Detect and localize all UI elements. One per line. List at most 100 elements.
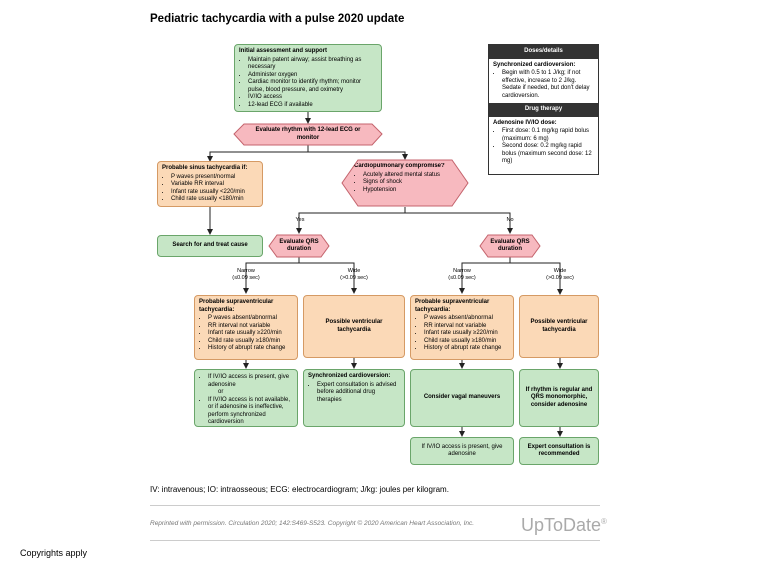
- list-item: Child rate usually ≥180/min: [424, 338, 509, 346]
- divider-bottom: [150, 540, 600, 541]
- narrow-yes-label: Narrow(≤0.09 sec): [221, 268, 271, 282]
- arrow-rhythm-to-compromise: [308, 151, 408, 160]
- sinus-tachycardia-box: Probable sinus tachycardia if: P waves p…: [157, 161, 263, 207]
- arrow-compromise-yes: [296, 207, 406, 234]
- adenosine-no-box: If IV/IO access is present, give adenosi…: [410, 437, 514, 465]
- arrow-no-wide: [510, 262, 563, 295]
- doses-sync-section: Synchronized cardioversion: Begin with 0…: [489, 59, 598, 104]
- list-item: Acutely altered mental status: [363, 172, 458, 180]
- drug-therapy-header: Drug therapy: [489, 103, 598, 117]
- list-item: Begin with 0.5 to 1 J/kg; if not effecti…: [502, 70, 594, 100]
- page-title: Pediatric tachycardia with a pulse 2020 …: [150, 13, 405, 25]
- adenosine-yes-item-2: If IV/IO access is not available, or if …: [208, 397, 293, 427]
- list-item: Infant rate usually ≥220/min: [208, 330, 293, 338]
- adenosine-yes-or: or: [218, 389, 224, 395]
- list-item: RR interval not variable: [424, 323, 509, 331]
- list-item: Infant rate usually ≥220/min: [424, 330, 509, 338]
- evaluate-rhythm-hexagon: [233, 123, 383, 146]
- list-item: RR interval not variable: [208, 323, 293, 331]
- divider-top: [150, 505, 600, 506]
- arrow-rhythm-to-sinus: [207, 145, 309, 162]
- narrow-yes-text: Narrow: [237, 268, 255, 274]
- svt-yes-heading: Probable supraventricular tachycardia:: [199, 299, 274, 313]
- doses-sync-list: Begin with 0.5 to 1 J/kg; if not effecti…: [493, 70, 594, 100]
- cardiopulmonary-hexagon: [341, 159, 469, 207]
- list-item: Second dose: 0.2 mg/kg rapid bolus (maxi…: [502, 143, 594, 166]
- arrow-yes-narrow: [243, 257, 300, 294]
- wide-yes-text: Wide: [347, 268, 361, 274]
- vt-yes-box: Possible ventricular tachycardia: [303, 295, 405, 358]
- svt-yes-list: P waves absent/abnormalRR interval not v…: [199, 315, 293, 353]
- wide-no-label: Wide(>0.09 sec): [535, 268, 585, 282]
- cardiopulmonary-text: Cardiopulmonary compromise? Acutely alte…: [354, 163, 458, 203]
- evaluate-qrs-no-hexagon: [479, 234, 541, 258]
- narrow-no-text: Narrow: [453, 268, 471, 274]
- list-item: IV/IO access: [248, 94, 377, 102]
- evaluate-rhythm-label: Evaluate rhythm with 12-lead ECG or moni…: [255, 127, 361, 141]
- yes-label: Yes: [295, 217, 305, 223]
- doses-sync-heading: Synchronized cardioversion:: [493, 61, 576, 68]
- list-item: Variable RR interval: [171, 181, 258, 189]
- list-item: P waves absent/abnormal: [424, 315, 509, 323]
- list-item: Cardiac monitor to identify rhythm; moni…: [248, 79, 377, 94]
- svt-no-heading: Probable supraventricular tachycardia:: [415, 299, 490, 313]
- vagal-maneuvers-box: Consider vagal maneuvers: [410, 369, 514, 427]
- sync-cardioversion-heading: Synchronized cardioversion:: [308, 373, 391, 379]
- wide-yes-label: Wide(>0.09 sec): [329, 268, 379, 282]
- wide-no-text: Wide: [553, 268, 567, 274]
- rhythm-regular-box: If rhythm is regular and QRS monomorphic…: [519, 369, 599, 427]
- cardiopulmonary-heading: Cardiopulmonary compromise?: [354, 163, 445, 169]
- narrow-yes-range: (≤0.09 sec): [232, 275, 260, 282]
- arrow-yes-wide: [299, 262, 357, 294]
- list-item: Child rate usually <180/min: [171, 196, 258, 204]
- sync-cardioversion-list: Expert consultation is advised before ad…: [308, 382, 400, 405]
- copyright-notice: Copyrights apply: [20, 548, 88, 558]
- no-label: No: [506, 217, 514, 223]
- sinus-tachycardia-heading: Probable sinus tachycardia if:: [162, 165, 248, 171]
- initial-assessment-list: Maintain patent airway; assist breathing…: [239, 57, 377, 110]
- adenosine-yes-box: If IV/IO access is present, give adenosi…: [194, 369, 298, 427]
- uptodate-logo: UpToDate®: [521, 515, 607, 536]
- wide-yes-range: (>0.09 sec): [340, 275, 368, 282]
- reprint-notice: Reprinted with permission. Circulation 2…: [150, 520, 475, 527]
- wide-no-range: (>0.09 sec): [546, 275, 574, 282]
- list-item: 12-lead ECG if available: [248, 102, 377, 110]
- list-item: Signs of shock: [363, 179, 458, 187]
- list-item: P waves absent/abnormal: [208, 315, 293, 323]
- abbreviations-footnote: IV: intravenous; IO: intraosseous; ECG: …: [150, 485, 449, 494]
- arrow-compromise-no: [405, 212, 513, 234]
- list-item: Expert consultation is advised before ad…: [317, 382, 400, 405]
- initial-assessment-heading: Initial assessment and support: [239, 48, 328, 54]
- adenosine-yes-list: If IV/IO access is present, give adenosi…: [199, 374, 293, 427]
- doses-adenosine-list: First dose: 0.1 mg/kg rapid bolus (maxim…: [493, 128, 594, 166]
- list-item: History of abrupt rate change: [208, 345, 293, 353]
- adenosine-yes-item-1: If IV/IO access is present, give adenosi…: [208, 374, 293, 389]
- evaluate-qrs-no-label: Evaluate QRS duration: [490, 238, 530, 253]
- doses-header: Doses/details: [489, 45, 598, 59]
- list-item: First dose: 0.1 mg/kg rapid bolus (maxim…: [502, 128, 594, 143]
- uptodate-registered-mark: ®: [601, 517, 607, 526]
- arrow-no-narrow: [459, 257, 511, 294]
- expert-consultation-box: Expert consultation is recommended: [519, 437, 599, 465]
- narrow-no-range: (≤0.09 sec): [448, 275, 476, 282]
- list-item: Maintain patent airway; assist breathing…: [248, 57, 377, 72]
- svt-no-box: Probable supraventricular tachycardia: P…: [410, 295, 514, 360]
- list-item: Administer oxygen: [248, 72, 377, 80]
- doses-adenosine-section: Adenosine IV/IO dose: First dose: 0.1 mg…: [489, 117, 598, 169]
- svt-no-list: P waves absent/abnormalRR interval not v…: [415, 315, 509, 353]
- narrow-no-label: Narrow(≤0.09 sec): [437, 268, 487, 282]
- uptodate-logo-text: UpToDate: [521, 515, 602, 535]
- list-item: Child rate usually ≥180/min: [208, 338, 293, 346]
- search-treat-box: Search for and treat cause: [157, 235, 263, 257]
- list-item: P waves present/normal: [171, 174, 258, 182]
- vt-no-box: Possible ventricular tachycardia: [519, 295, 599, 358]
- doses-details-panel: Doses/details Synchronized cardioversion…: [488, 44, 599, 175]
- list-item: Hypotension: [363, 187, 458, 195]
- initial-assessment-box: Initial assessment and support Maintain …: [234, 44, 382, 112]
- cardiopulmonary-list: Acutely altered mental statusSigns of sh…: [354, 172, 458, 195]
- svt-yes-box: Probable supraventricular tachycardia: P…: [194, 295, 298, 360]
- evaluate-qrs-yes-hexagon: [268, 234, 330, 258]
- sinus-tachycardia-list: P waves present/normalVariable RR interv…: [162, 174, 258, 204]
- list-item: Infant rate usually <220/min: [171, 189, 258, 197]
